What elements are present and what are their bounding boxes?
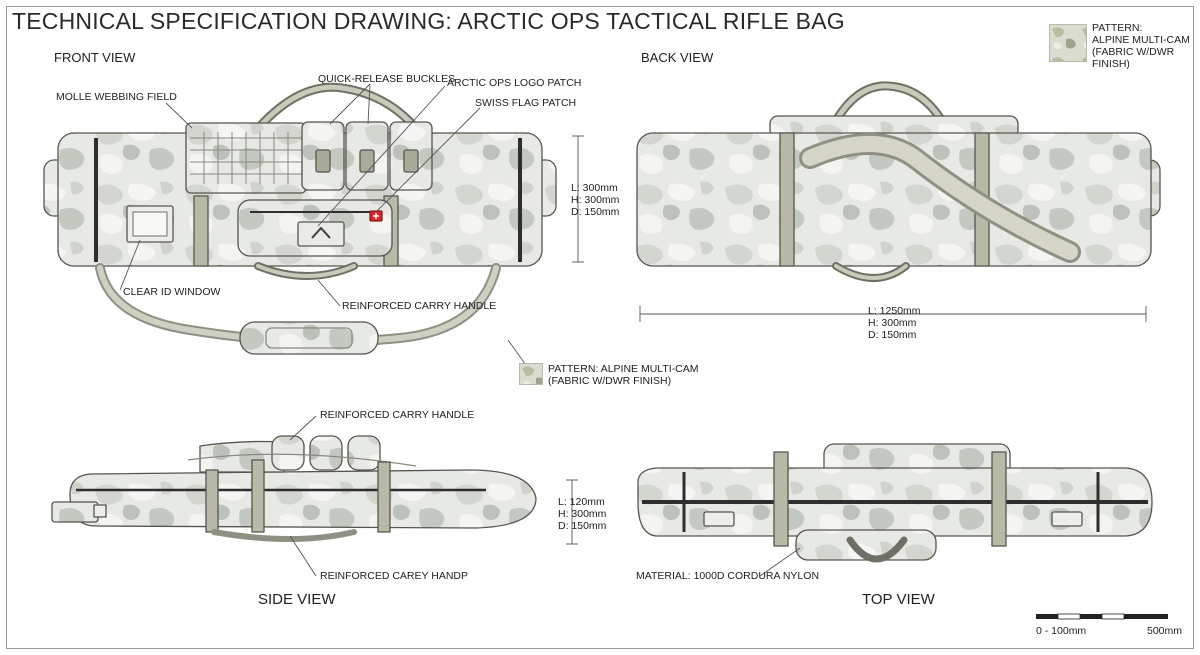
- front-dim-length: L: 300mm: [571, 182, 618, 194]
- side-dim-depth: D: 150mm: [558, 520, 607, 532]
- top-view-label: TOP VIEW: [862, 591, 935, 608]
- pattern-swatch-mid: [519, 363, 543, 385]
- pattern-corner-line-1: PATTERN:: [1092, 22, 1143, 34]
- front-handle-callout: REINFORCED CARRY HANDLE: [342, 300, 497, 312]
- side-handle-bottom-callout: REINFORCED CAREY HANDP: [320, 570, 468, 582]
- pattern-corner-line-2: ALPINE MULTI-CAM: [1092, 34, 1190, 46]
- pattern-corner-line-3: (FABRIC W/DWR: [1092, 46, 1175, 58]
- front-dim-height: H: 300mm: [571, 194, 620, 206]
- pattern-mid-line-1: PATTERN: ALPINE MULTI-CAM: [548, 363, 699, 375]
- pattern-mid-line-2: (FABRIC W/DWR FINISH): [548, 375, 672, 387]
- id-window-callout: CLEAR ID WINDOW: [123, 286, 221, 298]
- side-view-label: SIDE VIEW: [258, 591, 336, 608]
- logo-patch-callout: ARCTIC OPS LOGO PATCH: [447, 77, 582, 89]
- side-handle-top-callout: REINFORCED CARRY HANDLE: [320, 409, 475, 421]
- back-dim-height: H: 300mm: [868, 317, 917, 329]
- side-dimensions: L: 120mm H: 300mm D: 150mm: [558, 496, 606, 532]
- back-dim-depth: D: 150mm: [868, 329, 917, 341]
- pattern-legend-corner: PATTERN: ALPINE MULTI-CAM (FABRIC W/DWR …: [1092, 22, 1190, 70]
- side-dim-height: H: 300mm: [558, 508, 607, 520]
- top-view-bag: [637, 443, 1153, 563]
- front-view-bag: [43, 82, 557, 355]
- molle-callout: MOLLE WEBBING FIELD: [56, 91, 177, 103]
- back-dimensions: L: 1250mm H: 300mm D: 150mm: [868, 305, 921, 341]
- back-dim-length: L: 1250mm: [868, 305, 921, 317]
- swiss-flag-callout: SWISS FLAG PATCH: [475, 97, 577, 109]
- scale-left-label: 0 - 100mm: [1036, 625, 1087, 637]
- back-view-label: BACK VIEW: [641, 50, 714, 65]
- front-dim-depth: D: 150mm: [571, 206, 620, 218]
- buckles-callout: QUICK-RELEASE BUCKLES: [318, 73, 456, 85]
- front-dimensions: L: 300mm H: 300mm D: 150mm: [571, 182, 619, 218]
- back-view-bag: [636, 81, 1161, 282]
- pattern-legend-mid: PATTERN: ALPINE MULTI-CAM (FABRIC W/DWR …: [548, 363, 699, 387]
- scale-right-label: 500mm: [1147, 625, 1183, 637]
- material-callout: MATERIAL: 1000D CORDURA NYLON: [636, 570, 820, 582]
- leader-lines: [119, 83, 1147, 577]
- pattern-swatch-corner: [1049, 24, 1087, 62]
- drawing-title: TECHNICAL SPECIFICATION DRAWING: ARCTIC …: [12, 8, 845, 34]
- side-view-bag: [51, 435, 537, 542]
- scale-bar: [1036, 613, 1168, 620]
- front-view-label: FRONT VIEW: [54, 50, 136, 65]
- side-dim-length: L: 120mm: [558, 496, 605, 508]
- sheet-border: [6, 6, 1194, 649]
- pattern-corner-line-4: FINISH): [1092, 58, 1130, 70]
